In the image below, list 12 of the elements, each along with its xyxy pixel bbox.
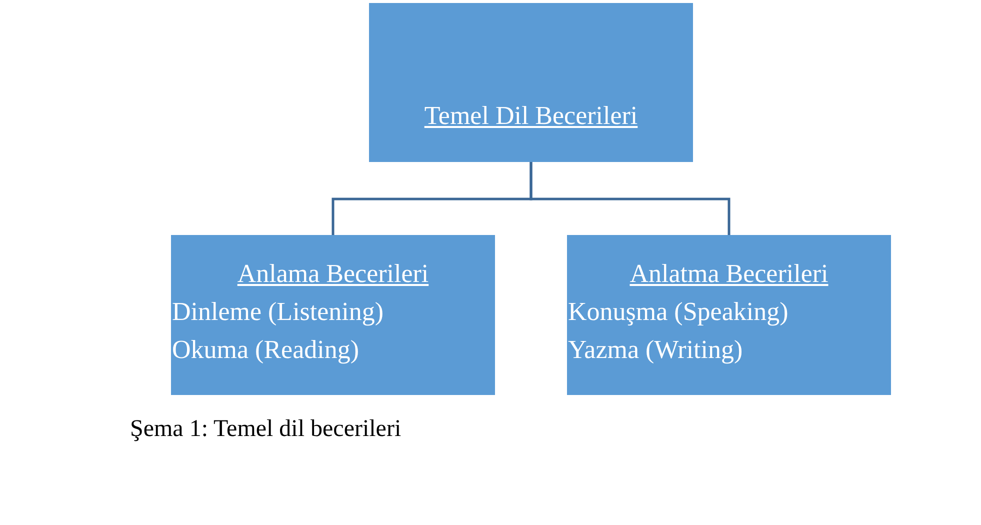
box-heading: Temel Dil Becerileri	[423, 100, 639, 132]
skill-item: Dinleme (Listening)	[171, 296, 385, 328]
process-box	[567, 235, 891, 395]
process-box	[171, 235, 495, 395]
connector-line	[530, 162, 730, 235]
skill-item: Okuma (Reading)	[171, 334, 360, 366]
skill-item: Yazma (Writing)	[567, 334, 744, 366]
process-box	[369, 3, 693, 162]
box-heading: Anlama Becerileri	[236, 258, 430, 290]
skill-item: Konuşma (Speaking)	[567, 296, 790, 328]
box-heading: Anlatma Becerileri	[628, 258, 830, 290]
caption: Şema 1: Temel dil becerileri	[130, 416, 402, 443]
